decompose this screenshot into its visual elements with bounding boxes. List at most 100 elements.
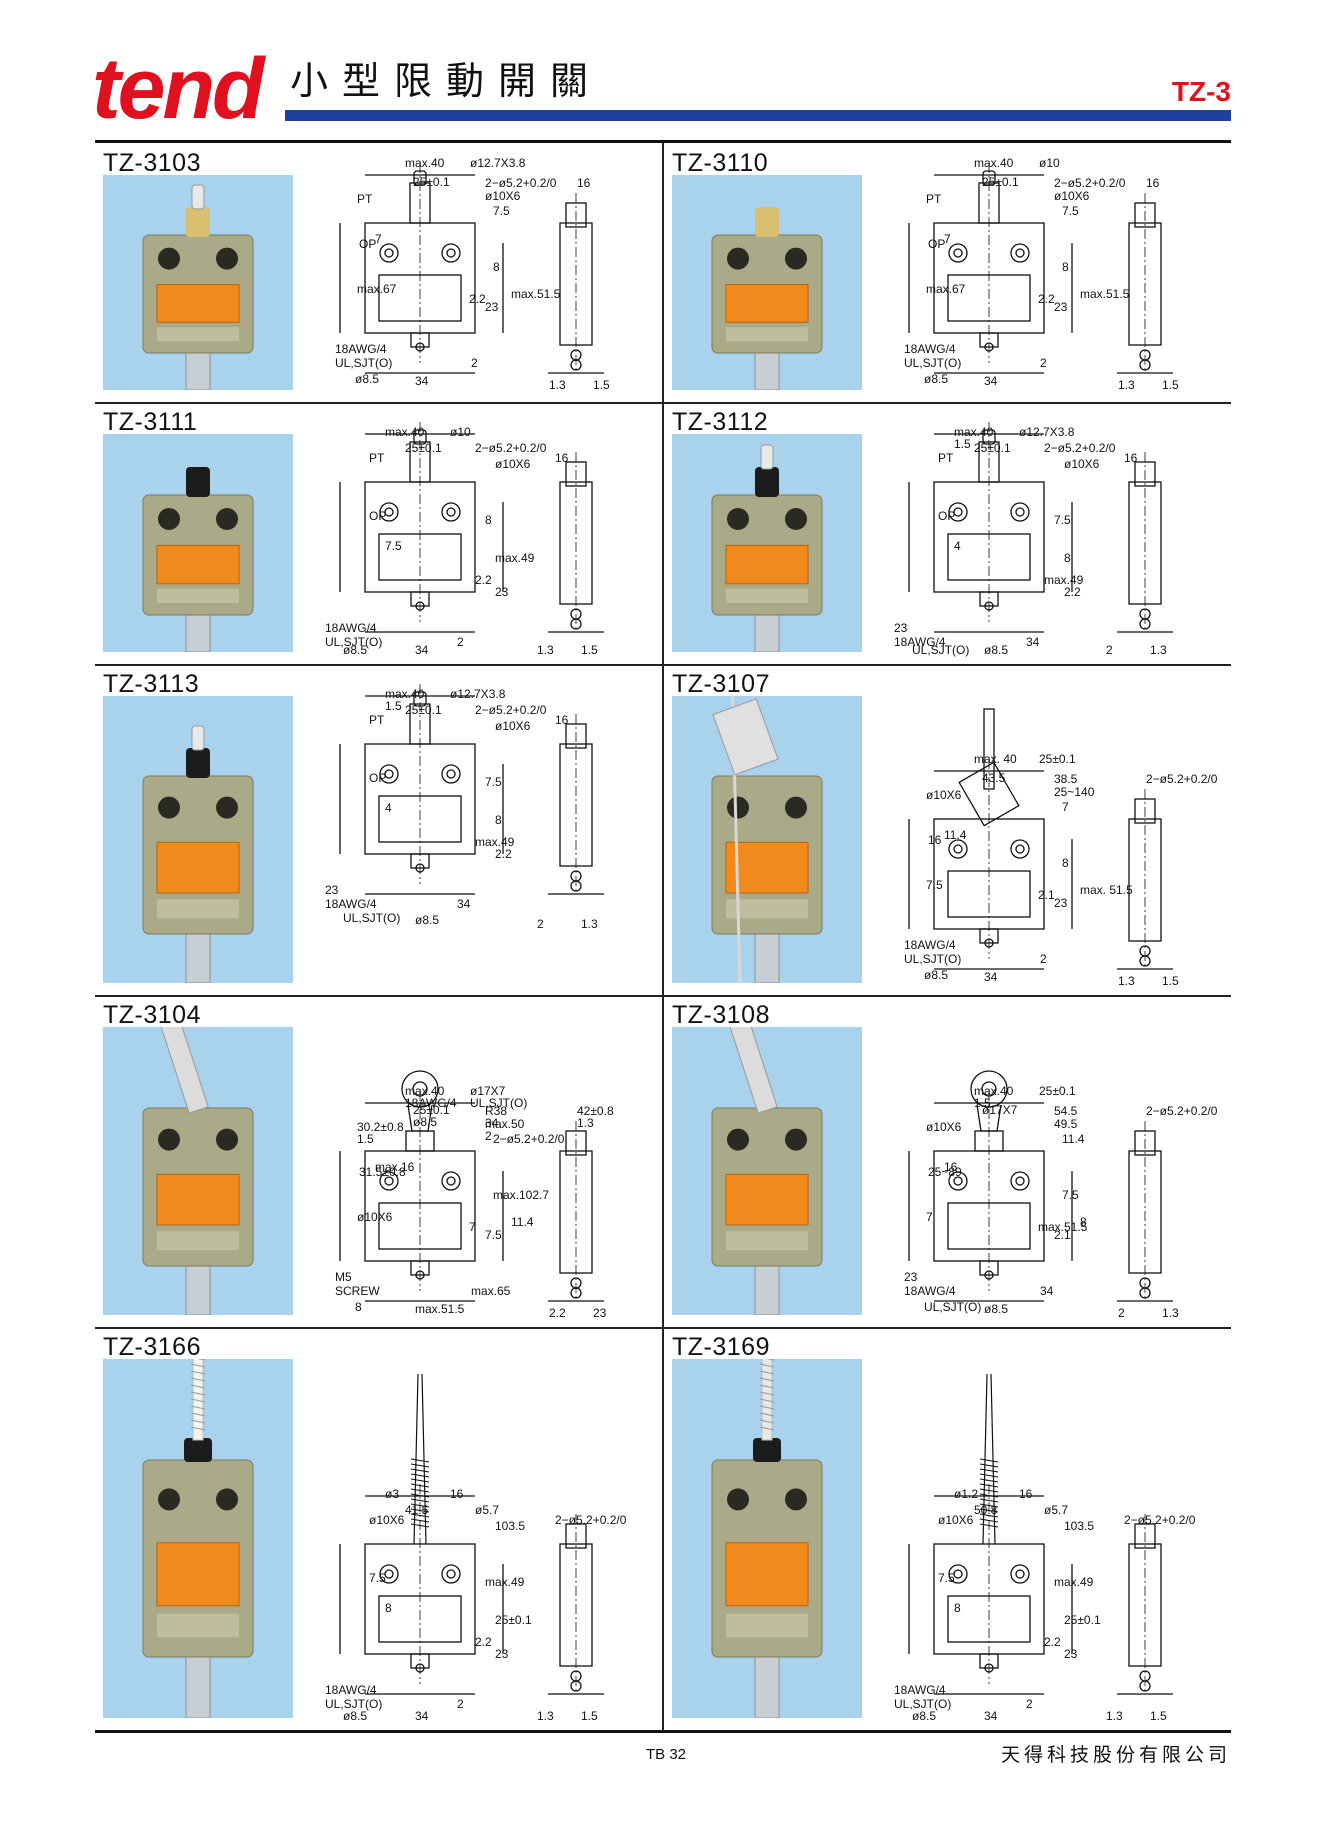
dimension-label: max.40: [974, 156, 1014, 170]
dimension-label: M5: [335, 1270, 352, 1284]
dimension-label: 2: [485, 1129, 492, 1143]
dimension-label: 103.5: [1064, 1519, 1094, 1533]
dimension-label: 1.5: [357, 1132, 374, 1146]
title-bar: [285, 110, 1231, 121]
dimension-label: 16: [1146, 176, 1160, 190]
dimension-label: ø10X6: [495, 457, 531, 471]
dimension-label: 2.2: [1038, 292, 1055, 306]
dimension-label: 16: [1124, 451, 1138, 465]
dimension-label: 18AWG/4: [894, 635, 946, 649]
dimension-label: 25±0.1: [405, 441, 442, 455]
dimension-label: max. 40: [974, 752, 1017, 766]
dimension-label: 18AWG/4: [894, 1683, 946, 1697]
dimension-label: 8: [954, 1601, 961, 1615]
dimension-label: 8: [355, 1300, 362, 1314]
dimension-label: 1.3: [549, 378, 566, 392]
product-photo: [103, 1027, 293, 1315]
dimension-label: 25~140: [1054, 785, 1095, 799]
dimension-label: 16: [555, 713, 569, 727]
dimension-label: max.67: [926, 282, 966, 296]
product-photo: [103, 696, 293, 983]
dimension-label: 2−ø5.2+0.2/0: [1146, 1104, 1218, 1118]
dimension-label: 2: [1106, 643, 1113, 657]
dimension-label: ø8.5: [355, 372, 379, 386]
dimension-label: UL,SJT(O): [335, 356, 392, 370]
dimension-label: 16: [577, 176, 591, 190]
top-rule: [95, 140, 1231, 143]
dimension-label: 38.5: [1054, 772, 1078, 786]
dimension-label: 16: [928, 833, 942, 847]
dimension-label: 7.5: [369, 1571, 386, 1585]
dimension-label: 2−ø5.2+0.2/0: [1124, 1513, 1196, 1527]
dimension-label: max.40: [385, 687, 425, 701]
model-number: TZ-3166: [103, 1333, 201, 1361]
dimension-label: 7.5: [1054, 513, 1071, 527]
dimension-label: 18AWG/4: [904, 342, 956, 356]
dimension-label: 7.5: [493, 204, 510, 218]
model-number: TZ-3169: [672, 1333, 770, 1361]
dimension-label: 103.5: [495, 1519, 525, 1533]
dimension-label: 2−ø5.2+0.2/0: [493, 1132, 565, 1146]
dimension-label: 1.5: [1162, 378, 1179, 392]
dimension-label: 1.3: [537, 1709, 554, 1723]
dimension-label: 2.2: [495, 847, 512, 861]
dimension-label: max.49: [495, 551, 535, 565]
dimension-label: 23: [495, 1647, 509, 1661]
dimension-label: UL,SJT(O): [912, 643, 969, 657]
model-number: TZ-3103: [103, 149, 201, 177]
dimension-label: ø8.5: [343, 643, 367, 657]
dimension-label: 7.5: [385, 539, 402, 553]
dimension-label: 7.5: [485, 775, 502, 789]
dimension-label: 2−ø5.2+0.2/0: [1054, 176, 1126, 190]
dimension-label: 7: [944, 232, 951, 246]
dimension-label: 2.1: [1054, 1228, 1071, 1242]
dimension-label: 34: [1026, 635, 1040, 649]
dimension-label: 2: [457, 635, 464, 649]
dimension-label: UL,SJT(O): [343, 911, 400, 925]
dimension-label: OP: [938, 509, 955, 523]
dimension-label: ø1.2: [954, 1487, 978, 1501]
dimension-label: 2−ø5.2+0.2/0: [485, 176, 557, 190]
dimension-label: ø10X6: [485, 189, 521, 203]
dimension-label: OP: [359, 237, 376, 251]
dimension-label: 4: [385, 801, 392, 815]
dimension-label: 1.5: [581, 1709, 598, 1723]
dimension-label: 1.5: [593, 378, 610, 392]
dimension-label: SCREW: [335, 1284, 380, 1298]
dimension-label: 2.2: [1044, 1635, 1061, 1649]
dimension-label: 2: [537, 917, 544, 931]
dimension-label: 2.1: [1038, 888, 1055, 902]
dimension-label: ø10X6: [1054, 189, 1090, 203]
dimension-label: OP: [928, 237, 945, 251]
product-photo: [672, 175, 862, 390]
dimension-label: 16: [1019, 1487, 1033, 1501]
dimension-label: 2.2: [475, 1635, 492, 1649]
dimension-label: R38: [485, 1104, 507, 1118]
dimension-label: UL,SJT(O): [470, 1096, 527, 1110]
dimension-label: ø17X7: [982, 1103, 1018, 1117]
dimension-label: 1.5: [1162, 974, 1179, 988]
dimension-label: 11.4: [1062, 1132, 1085, 1146]
dimension-label: ø10: [450, 425, 471, 439]
product-photo: [103, 175, 293, 390]
dimension-label: 23: [904, 1270, 918, 1284]
dimension-label: 1.5: [581, 643, 598, 657]
dimension-label: ø12.7X3.8: [1019, 425, 1075, 439]
dimension-label: 34: [415, 374, 429, 388]
dimension-label: max.49: [1054, 1575, 1094, 1589]
dimension-label: 8: [1080, 1215, 1087, 1229]
dimension-label: UL,SJT(O): [894, 1697, 951, 1711]
dimension-label: UL,SJT(O): [904, 952, 961, 966]
dimension-label: max.50: [485, 1117, 525, 1131]
dimension-label: 1.5: [954, 437, 971, 451]
page-title: 小型限動開關: [290, 59, 603, 103]
